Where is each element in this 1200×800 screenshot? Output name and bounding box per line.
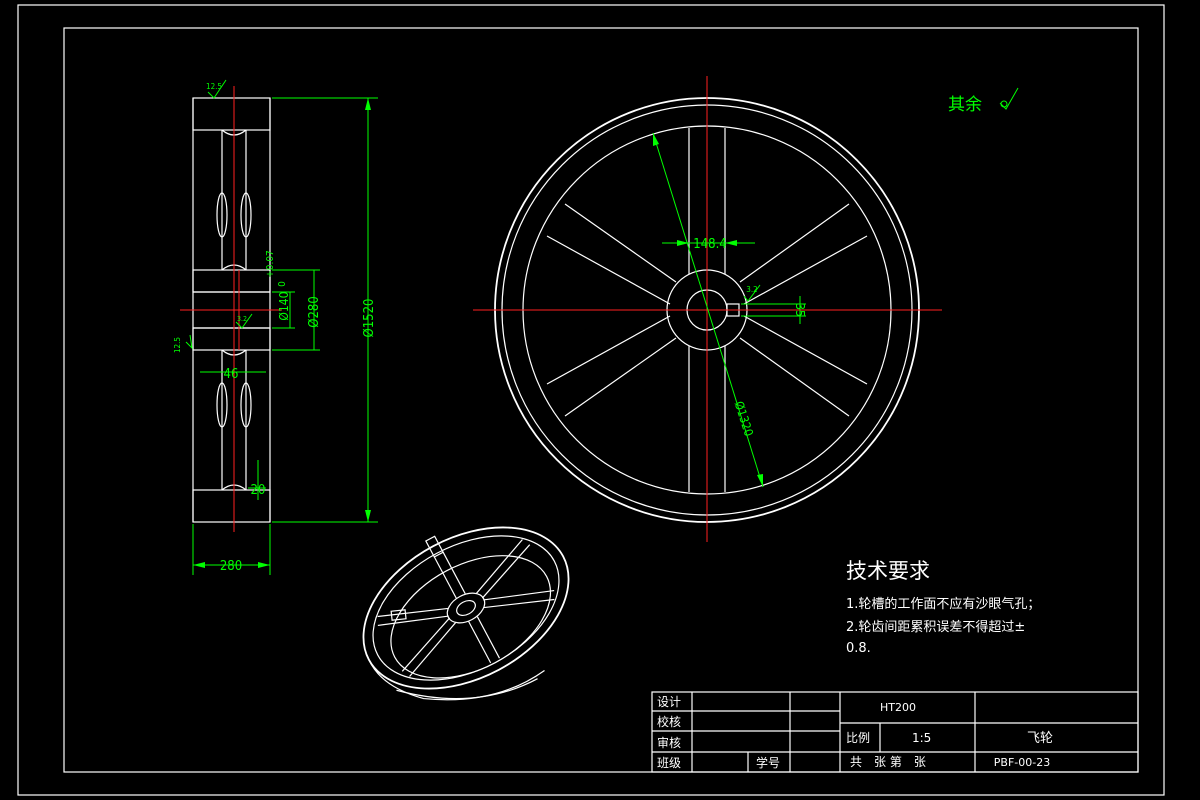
dim-diameter-280: Ø280 [307,296,322,328]
label-student-no: 学号 [756,755,780,770]
hub-upper-section [192,269,271,293]
dim-spoke-148-4: 148.4 [693,237,726,252]
drawing-number: PBF-00-23 [994,756,1050,769]
dim-tolerance-upper: +0.07 [265,250,276,278]
dim-diameter-140: Ø140 [277,291,291,320]
dim-diameter-1520: Ø1520 [362,299,377,338]
section-dimensions: Ø1520 Ø280 Ø140 +0.07 0 280 46 20 12.5 1… [173,79,378,575]
isometric-view [362,526,570,701]
label-class: 班级 [657,756,681,770]
label-check: 校核 [657,714,681,729]
label-scale: 比例 [846,731,870,745]
requirements-line-1: 1.轮槽的工作面不应有沙眼气孔； [846,596,1040,612]
inner-frame [63,27,1139,773]
roughness-left: 12.5 [173,337,182,353]
hub-lower-section [192,327,271,351]
requirements-line-2: 2.轮齿间距累积误差不得超过± [846,619,1025,635]
dim-key-35: 35 [793,303,807,317]
roughness-bore: 3.2 [237,315,247,323]
rim-top-section [192,97,271,131]
roughness-top: 12.5 [206,82,222,91]
scale-value: 1:5 [912,731,931,745]
sheet-count: 共 张 第 张 [850,755,926,769]
label-design: 设计 [657,695,681,709]
front-view: Ø1320 148.4 35 3.2 [473,76,942,542]
dim-rim-20: 20 [251,483,266,498]
dim-tolerance-lower: 0 [277,281,288,287]
roughness-key: 3.2 [746,285,757,294]
requirements-title: 技术要求 [846,559,930,583]
outer-frame [17,4,1165,796]
label-review: 审核 [657,735,681,750]
roughness-note: 其余 [948,95,982,115]
roughness-note-icon [999,87,1019,110]
dim-spoke-46: 46 [224,367,239,382]
material: HT200 [880,701,916,714]
section-view [180,86,282,532]
dim-width-280: 280 [220,559,242,574]
requirements-line-3: 0.8. [846,641,871,656]
title-block [651,691,1139,773]
part-name: 飞轮 [1027,731,1053,746]
dim-diameter-1320: Ø1320 [732,399,756,438]
